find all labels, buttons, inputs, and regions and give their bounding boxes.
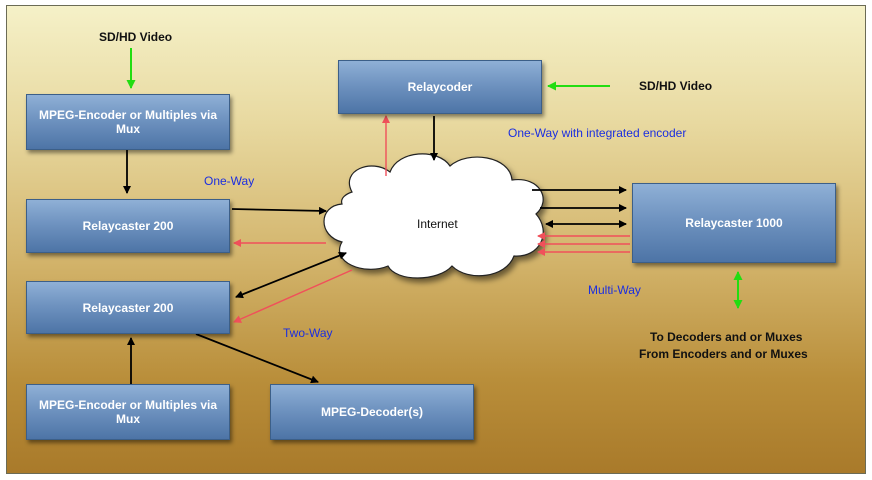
- one-way-label: One-Way: [204, 174, 255, 188]
- decoder-box: MPEG-Decoder(s): [270, 384, 474, 440]
- two-way-red-arrow: [233, 269, 353, 323]
- sdhd-video-top-label: SD/HD Video: [99, 30, 173, 44]
- relaycoder-box: Relaycoder: [338, 60, 542, 114]
- relaycaster-1000-box: Relaycaster 1000: [632, 183, 836, 263]
- sdhd-video-right-label: SD/HD Video: [639, 79, 713, 93]
- from-encoders-label: From Encoders and or Muxes: [639, 347, 808, 361]
- encoder-top-box: MPEG-Encoder or Multiples via Mux: [26, 94, 230, 150]
- two-way-label: Two-Way: [283, 326, 333, 340]
- relaycaster-200-b-box: Relaycaster 200: [26, 281, 230, 334]
- relaycaster-200-a-box: Relaycaster 200: [26, 199, 230, 253]
- relaycaster-a-to-cloud-arrow: [231, 206, 327, 215]
- encoder-bottom-box: MPEG-Encoder or Multiples via Mux: [26, 384, 230, 440]
- internet-cloud-icon: [323, 153, 544, 279]
- relaycaster-to-decoder-arrow: [195, 333, 319, 384]
- to-decoders-label: To Decoders and or Muxes: [650, 330, 803, 344]
- one-way-integrated-label: One-Way with integrated encoder: [508, 126, 687, 140]
- multi-way-label: Multi-Way: [588, 283, 641, 297]
- internet-label: Internet: [417, 217, 458, 231]
- two-way-black-arrow: [235, 251, 347, 299]
